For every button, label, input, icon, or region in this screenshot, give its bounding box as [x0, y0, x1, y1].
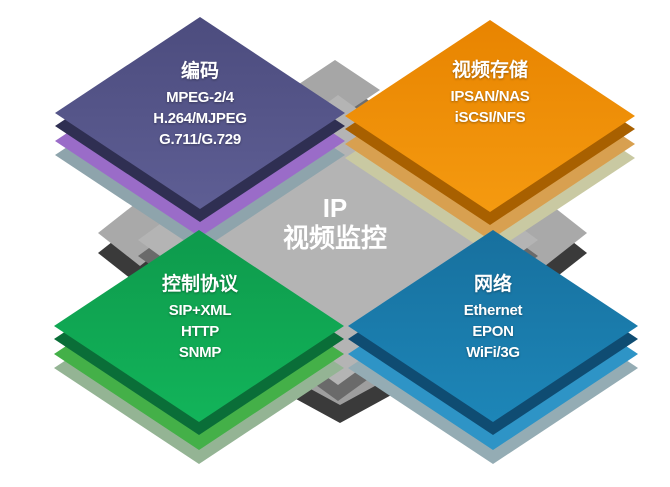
- block-encoding: [55, 17, 345, 251]
- block-face: [54, 230, 344, 422]
- block-line: H.264/MJPEG: [153, 110, 247, 127]
- center-label-title: 视频监控: [282, 224, 388, 254]
- block-encoding-label: 编码 MPEG-2/4 H.264/MJPEG G.711/G.729: [153, 60, 247, 150]
- block-line: EPON: [472, 323, 514, 340]
- block-control: [54, 230, 344, 464]
- block-line: HTTP: [181, 323, 219, 340]
- block-network-label: 网络 Ethernet EPON WiFi/3G: [463, 273, 523, 363]
- center-label-ip: IP: [322, 193, 348, 223]
- block-face: [348, 230, 638, 422]
- block-title: 控制协议: [161, 273, 239, 295]
- block-line: SNMP: [178, 344, 222, 361]
- block-face: [345, 20, 635, 212]
- block-line: WiFi/3G: [466, 344, 520, 361]
- block-line: IPSAN/NAS: [450, 88, 530, 105]
- block-title: 视频存储: [451, 59, 529, 81]
- block-title: 编码: [180, 60, 220, 82]
- block-title: 网络: [473, 273, 513, 295]
- block-line: MPEG-2/4: [166, 89, 234, 106]
- block-storage-label: 视频存储 IPSAN/NAS iSCSI/NFS: [451, 59, 530, 128]
- block-face: [55, 17, 345, 209]
- block-line: G.711/G.729: [159, 131, 241, 148]
- center-label: IP 视频监控: [283, 193, 387, 255]
- block-line: Ethernet: [463, 302, 523, 319]
- block-control-label: 控制协议 SIP+XML HTTP SNMP: [162, 273, 238, 363]
- block-storage: [345, 20, 635, 254]
- block-line: iSCSI/NFS: [454, 109, 526, 126]
- block-line: SIP+XML: [168, 302, 232, 319]
- block-network: [348, 230, 638, 464]
- blocks-layer: [54, 17, 638, 464]
